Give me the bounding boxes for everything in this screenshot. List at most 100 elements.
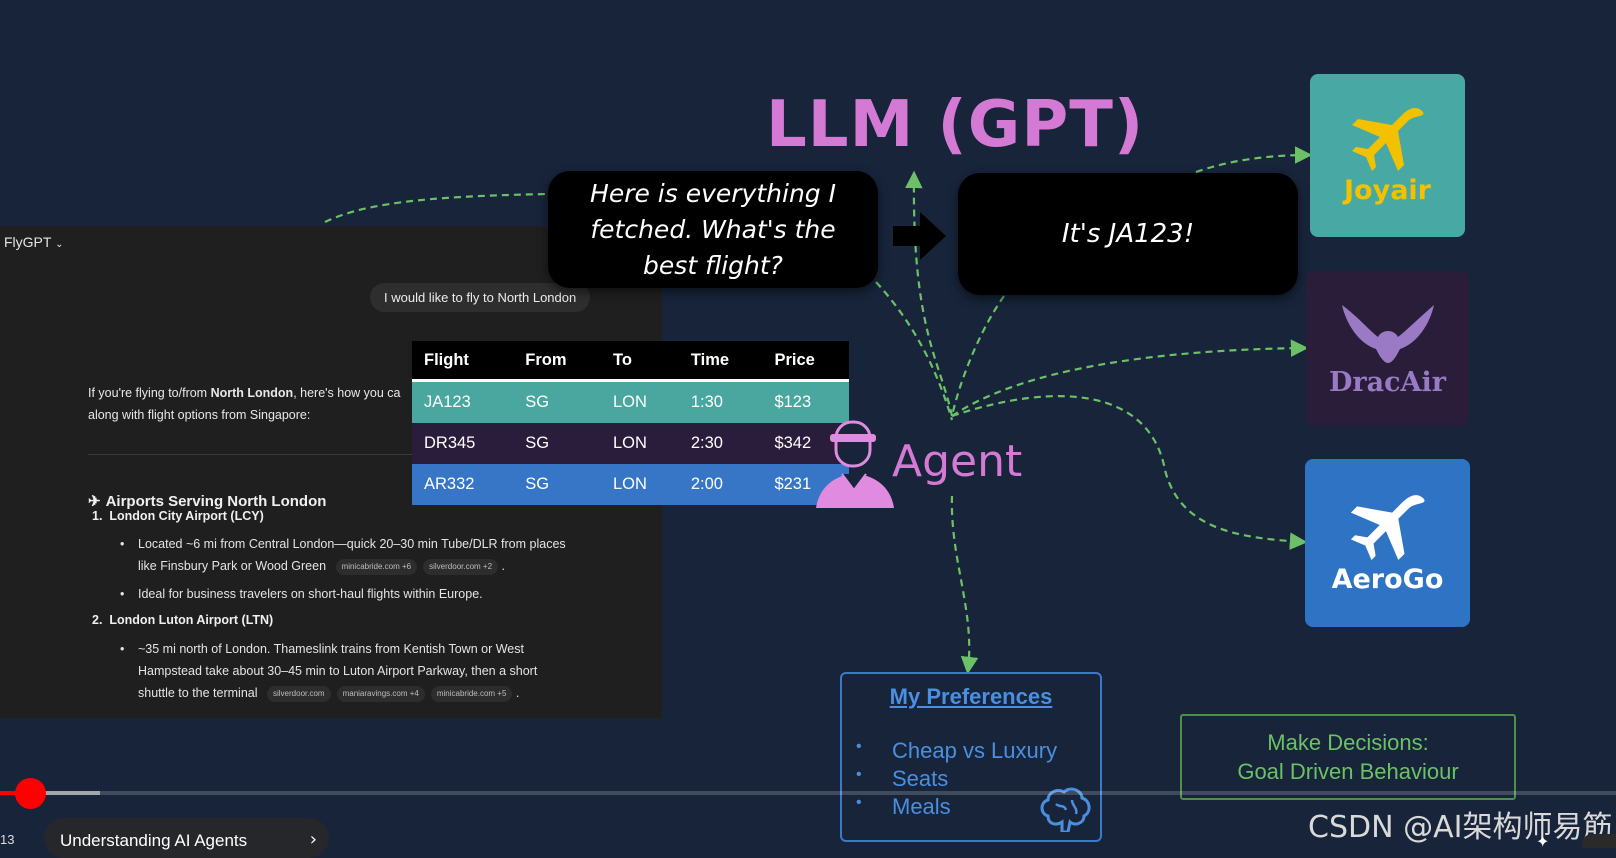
assistant-intro: If you're flying to/from North London, h…	[88, 382, 418, 426]
decision-line2: Goal Driven Behaviour	[1237, 759, 1459, 784]
airport-heading: 2. London Luton Airport (LTN)	[92, 613, 273, 627]
cell-time: 1:30	[678, 379, 763, 423]
header-price: Price	[762, 341, 849, 381]
agent-label: Agent	[892, 436, 1023, 487]
section-title: ✈Airports Serving North London	[88, 492, 326, 510]
cell-flight: DR345	[412, 423, 514, 464]
intro-text-tail: , here's how you ca	[293, 386, 401, 400]
watermark: CSDN @AI架构师易筋	[1308, 810, 1613, 845]
header-time: Time	[678, 341, 763, 381]
player-control[interactable]	[1582, 834, 1616, 848]
airport-name: London City Airport (LCY)	[109, 509, 264, 523]
brain-icon	[1040, 787, 1091, 832]
chapter-button[interactable]: Understanding AI Agents ›	[44, 818, 329, 858]
citation-chip[interactable]: maniaravings.com +4	[336, 685, 425, 702]
preferences-title: My Preferences	[889, 684, 1053, 709]
airline-tile-aerogo: AeroGo	[1305, 459, 1470, 627]
llm-title: LLM (GPT)	[766, 88, 1145, 162]
airplane-icon	[1350, 494, 1425, 560]
bullet: •	[856, 766, 862, 783]
bullet-text: Hampstead take about 30–45 min to Luton …	[138, 664, 538, 678]
cell-price: $123	[762, 379, 849, 423]
progress-track[interactable]	[0, 791, 1616, 795]
intro-line2: along with flight options from Singapore…	[88, 408, 311, 422]
airport-name: London Luton Airport (LTN)	[109, 613, 274, 627]
preference-item: • Cheap vs Luxury	[856, 738, 1058, 764]
arrow-llm-to-agent	[875, 281, 954, 421]
intro-text: If you're flying to/from	[88, 386, 211, 400]
citation-chip[interactable]: minicabride.com +6	[335, 558, 418, 575]
citation-chip[interactable]: minicabride.com +5	[430, 685, 513, 702]
airline-name: DracAir	[1328, 367, 1446, 398]
bullet: •	[856, 738, 862, 755]
list-item: • ~35 mi north of London. Thameslink tra…	[120, 638, 538, 704]
table-row: AR332 SG LON 2:00 $231	[412, 464, 849, 505]
bullet-text: like Finsbury Park or Wood Green	[138, 559, 327, 573]
divider	[88, 454, 418, 455]
list-number: 2.	[92, 613, 103, 627]
chevron-down-icon: ⌄	[55, 239, 64, 250]
airline-tile-dracair: DracAir	[1306, 271, 1469, 426]
arrow-agent-to-llm	[905, 170, 954, 417]
arrow-to-joyair	[1195, 146, 1313, 174]
section-title-text: Airports Serving North London	[105, 493, 327, 510]
decision-line1: Make Decisions:	[1267, 730, 1429, 755]
cell-time: 2:30	[678, 423, 763, 464]
answer-text: It's JA123!	[1061, 219, 1195, 249]
airline-name: Joyair	[1344, 175, 1431, 206]
airport-heading: 1. London City Airport (LCY)	[92, 509, 264, 523]
cell-to: LON	[600, 464, 679, 505]
arrow-answer-to-agent	[950, 295, 1005, 417]
airline-name: AeroGo	[1331, 563, 1444, 595]
answer-speech-box: It's JA123!	[958, 173, 1298, 295]
request-text: Here is everything I fetched. What's the…	[590, 178, 836, 280]
arrow-chat-to-llm	[324, 192, 549, 223]
user-message: I would like to fly to North London	[370, 283, 591, 312]
list-number: 1.	[92, 509, 103, 523]
cell-flight: JA123	[412, 379, 514, 423]
bullet-text: Ideal for business travelers on short-ha…	[138, 587, 483, 601]
cell-to: LON	[600, 423, 679, 464]
preferences-box: My Preferences • Cheap vs Luxury •Seats •…	[840, 672, 1102, 842]
chapter-title: Understanding AI Agents	[60, 831, 248, 850]
list-item: • Located ~6 mi from Central London—quic…	[120, 533, 566, 577]
cell-to: LON	[600, 379, 679, 423]
arrow-agent-to-dracair	[951, 339, 1309, 417]
cell-from: SG	[513, 379, 601, 423]
agent-icon	[816, 420, 894, 508]
flights-table: Flight From To Time Price JA123 SG LON 1…	[412, 341, 849, 505]
bullet: •	[120, 537, 125, 551]
bullet: •	[120, 587, 125, 601]
current-time: 13	[0, 832, 15, 847]
decision-box: Make Decisions: Goal Driven Behaviour	[1180, 714, 1516, 800]
cell-from: SG	[513, 464, 601, 505]
preference-text: Meals	[892, 794, 951, 819]
list-item: • Ideal for business travelers on short-…	[120, 583, 483, 605]
table-header-row: Flight From To Time Price	[412, 341, 849, 381]
bullet-text: ~35 mi north of London. Thameslink train…	[138, 642, 524, 656]
intro-bold: North London	[210, 386, 294, 400]
table-row: DR345 SG LON 2:30 $342	[412, 423, 849, 464]
airplane-icon	[1351, 108, 1423, 171]
preference-text: Cheap vs Luxury	[892, 738, 1058, 763]
sparkle-icon[interactable]: ✦	[1536, 832, 1550, 851]
chat-app-title[interactable]: FlyGPT ⌄	[4, 234, 63, 250]
chevron-right-icon: ›	[309, 829, 317, 850]
citation-chip[interactable]: silverdoor.com +2	[423, 558, 499, 575]
bullet: •	[856, 794, 862, 811]
cell-from: SG	[513, 423, 601, 464]
progress-buffered	[0, 791, 100, 795]
table-row: JA123 SG LON 1:30 $123	[412, 379, 849, 423]
header-flight: Flight	[412, 341, 514, 381]
preference-item: •Seats	[856, 766, 948, 792]
arrow-agent-to-preferences	[950, 495, 979, 675]
chat-app-name: FlyGPT	[4, 234, 52, 250]
bullet-text: Located ~6 mi from Central London—quick …	[138, 537, 566, 551]
bullet: •	[120, 642, 125, 656]
citation-chip[interactable]: silverdoor.com	[267, 685, 331, 702]
progress-scrubber[interactable]	[15, 778, 46, 809]
right-arrow-icon	[893, 212, 946, 260]
airline-tile-joyair: Joyair	[1310, 74, 1465, 237]
request-speech-box: Here is everything I fetched. What's the…	[548, 171, 878, 288]
